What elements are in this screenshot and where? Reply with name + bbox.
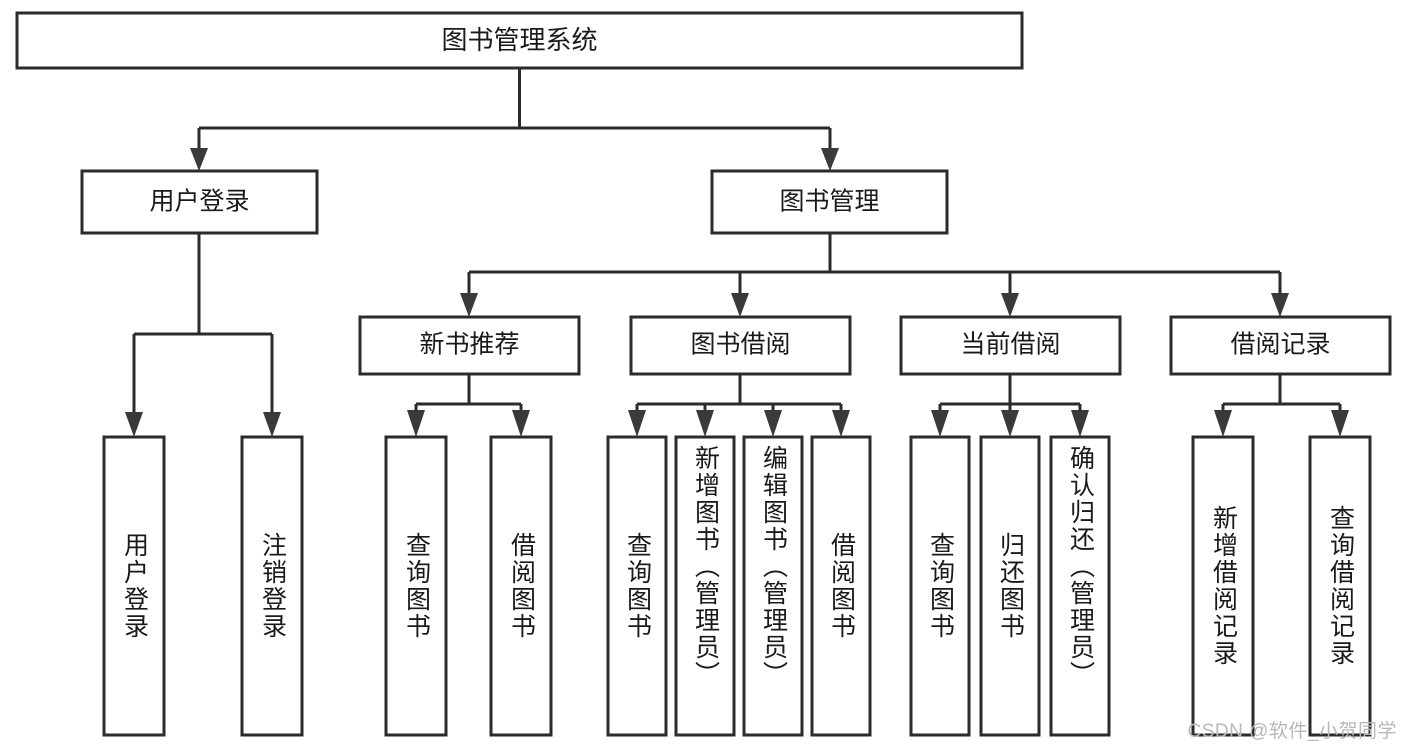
arrowhead-currentborrow bbox=[1001, 293, 1019, 317]
node-leaf-return-book-box[interactable] bbox=[979, 435, 1041, 737]
node-root-label: 图书管理系统 bbox=[441, 25, 597, 55]
node-current-borrow-label: 当前借阅 bbox=[960, 331, 1060, 359]
arrowhead-borrowrecord bbox=[1271, 293, 1289, 317]
node-current-borrow-box[interactable] bbox=[899, 315, 1122, 376]
arrowhead-newbook bbox=[460, 293, 478, 317]
node-user-login-label: 用户登录 bbox=[149, 188, 249, 216]
arrowhead-leaf-queryrecord bbox=[1331, 410, 1349, 437]
arrowhead-leaf-query-3 bbox=[931, 410, 949, 437]
edges-bookborrow-to-leaves bbox=[628, 374, 850, 437]
leaf-boxes bbox=[102, 435, 1372, 737]
arrowhead-leaf-confirm-return bbox=[1071, 410, 1089, 437]
arrowhead-bookborrow bbox=[731, 293, 749, 317]
arrowhead-leaf-borrow-2 bbox=[832, 410, 850, 437]
node-leaf-add-book-box[interactable] bbox=[674, 435, 736, 737]
node-leaf-borrow-book-1-box[interactable] bbox=[489, 435, 553, 737]
csdn-watermark: CSDN @软件_小贺同学 bbox=[1187, 721, 1397, 742]
node-book-borrow[interactable]: 图书借阅 bbox=[629, 315, 852, 376]
arrowhead-leaf-query-2 bbox=[628, 410, 646, 437]
node-leaf-query-book-2-box[interactable] bbox=[606, 435, 668, 737]
node-book-borrow-label: 图书借阅 bbox=[690, 331, 790, 359]
arrowhead-leaf-query-1 bbox=[407, 410, 425, 437]
node-book-manage[interactable]: 图书管理 bbox=[710, 169, 949, 235]
node-new-book-rec-label: 新书推荐 bbox=[419, 331, 519, 359]
arrowhead-leaf-userlogin bbox=[125, 412, 143, 437]
node-user-login-box[interactable] bbox=[80, 169, 319, 235]
node-leaf-add-record-box[interactable] bbox=[1191, 435, 1255, 737]
node-leaf-confirm-return-box[interactable] bbox=[1049, 435, 1111, 737]
node-book-manage-box[interactable] bbox=[710, 169, 949, 235]
node-leaf-query-book-1-box[interactable] bbox=[384, 435, 448, 737]
arrowhead-leaf-addbook bbox=[696, 410, 714, 437]
node-borrow-record[interactable]: 借阅记录 bbox=[1169, 315, 1392, 376]
node-root[interactable]: 图书管理系统 bbox=[15, 11, 1024, 70]
node-current-borrow[interactable]: 当前借阅 bbox=[899, 315, 1122, 376]
edges-userlogin-to-leaves bbox=[125, 233, 281, 437]
arrowhead-leaf-return bbox=[1001, 410, 1019, 437]
arrowhead-leaf-editbook bbox=[764, 410, 782, 437]
arrowhead-leaf-logout bbox=[263, 412, 281, 437]
node-leaf-query-record-box[interactable] bbox=[1308, 435, 1372, 737]
node-leaf-user-login-box[interactable] bbox=[102, 435, 166, 737]
edges-borrowrecord-to-leaves bbox=[1214, 374, 1349, 437]
arrowhead-book-manage bbox=[821, 148, 839, 171]
node-root-box[interactable] bbox=[15, 11, 1024, 70]
node-book-manage-label: 图书管理 bbox=[779, 188, 879, 216]
node-borrow-record-box[interactable] bbox=[1169, 315, 1392, 376]
node-borrow-record-label: 借阅记录 bbox=[1230, 331, 1330, 359]
edges-newbook-to-leaves bbox=[407, 374, 530, 437]
node-book-borrow-box[interactable] bbox=[629, 315, 852, 376]
arrowhead-leaf-borrow-1 bbox=[512, 410, 530, 437]
arrowhead-leaf-addrecord bbox=[1214, 410, 1232, 437]
node-leaf-logout-box[interactable] bbox=[240, 435, 304, 737]
edges-bookmanage-to-level3 bbox=[460, 233, 1289, 317]
arrowhead-user-login bbox=[190, 148, 208, 171]
node-leaf-edit-book-box[interactable] bbox=[742, 435, 804, 737]
node-leaf-query-book-3-box[interactable] bbox=[909, 435, 971, 737]
edges-root-to-level2 bbox=[190, 68, 839, 171]
node-user-login[interactable]: 用户登录 bbox=[80, 169, 319, 235]
node-leaf-borrow-book-2-box[interactable] bbox=[810, 435, 872, 737]
node-new-book-rec-box[interactable] bbox=[358, 315, 581, 376]
edges-currentborrow-to-leaves bbox=[931, 374, 1089, 437]
node-new-book-rec[interactable]: 新书推荐 bbox=[358, 315, 581, 376]
